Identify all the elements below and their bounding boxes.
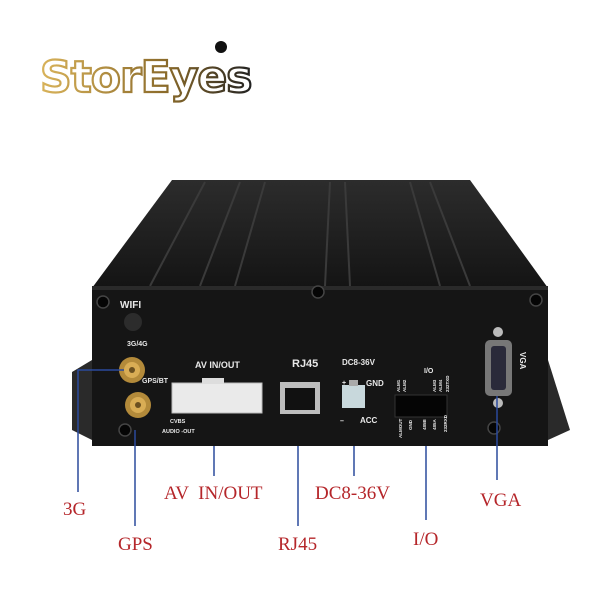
callout-vga: VGA xyxy=(480,490,521,511)
svg-text:ALM1: ALM1 xyxy=(396,379,401,392)
device-front-panel: WIFI 3G/4G GPS/BT AV IN/OUT CVBS AUDIO -… xyxy=(92,285,548,446)
3g-antenna-connector xyxy=(119,357,145,383)
gps-antenna-connector xyxy=(125,392,151,418)
callout-dc: DC8-36V xyxy=(315,483,390,504)
wifi-antenna-port xyxy=(124,313,142,331)
svg-text:VGA: VGA xyxy=(518,352,527,370)
svg-text:ACC: ACC xyxy=(360,416,378,425)
svg-text:GND: GND xyxy=(366,379,384,388)
svg-text:AUDIO -OUT: AUDIO -OUT xyxy=(162,429,195,435)
svg-text:232TXD: 232TXD xyxy=(445,375,450,392)
svg-text:ALM4: ALM4 xyxy=(438,379,443,392)
callout-gps: GPS xyxy=(118,534,153,555)
av-in-out-connector xyxy=(171,382,263,414)
svg-text:+: + xyxy=(342,380,346,387)
callout-3g: 3G xyxy=(63,499,87,520)
svg-text:485A: 485A xyxy=(432,418,437,430)
storeyes-logo: StorEyes xyxy=(39,41,254,104)
svg-text:ALM3: ALM3 xyxy=(432,379,437,392)
io-connector xyxy=(394,394,448,418)
svg-text:3G/4G: 3G/4G xyxy=(127,341,148,348)
callout-lines xyxy=(77,369,498,526)
svg-text:–: – xyxy=(340,418,344,425)
svg-text:485B: 485B xyxy=(422,418,427,430)
svg-text:ALM2: ALM2 xyxy=(402,379,407,392)
svg-text:I/O: I/O xyxy=(424,368,434,375)
svg-text:232RXD: 232RXD xyxy=(443,414,448,432)
svg-text:AV IN/OUT: AV IN/OUT xyxy=(195,360,240,370)
right-bracket xyxy=(548,360,570,440)
dc-power-connector xyxy=(342,380,365,408)
svg-text:StorEyes: StorEyes xyxy=(40,52,251,103)
callout-io: I/O xyxy=(413,529,438,550)
svg-text:RJ45: RJ45 xyxy=(292,358,318,370)
svg-text:GND: GND xyxy=(408,419,413,430)
callout-rj45: RJ45 xyxy=(278,534,317,555)
camera-icon xyxy=(215,41,227,53)
device-top xyxy=(92,180,548,288)
svg-text:GPS/BT: GPS/BT xyxy=(142,378,169,385)
svg-text:WIFI: WIFI xyxy=(120,300,141,311)
callout-av-in-out: AV IN/OUT xyxy=(164,483,263,504)
vga-port xyxy=(485,327,512,408)
svg-text:ALMOUT: ALMOUT xyxy=(398,419,403,438)
rj45-port xyxy=(280,382,320,414)
svg-text:DC8-36V: DC8-36V xyxy=(342,358,376,367)
svg-text:CVBS: CVBS xyxy=(170,419,186,425)
